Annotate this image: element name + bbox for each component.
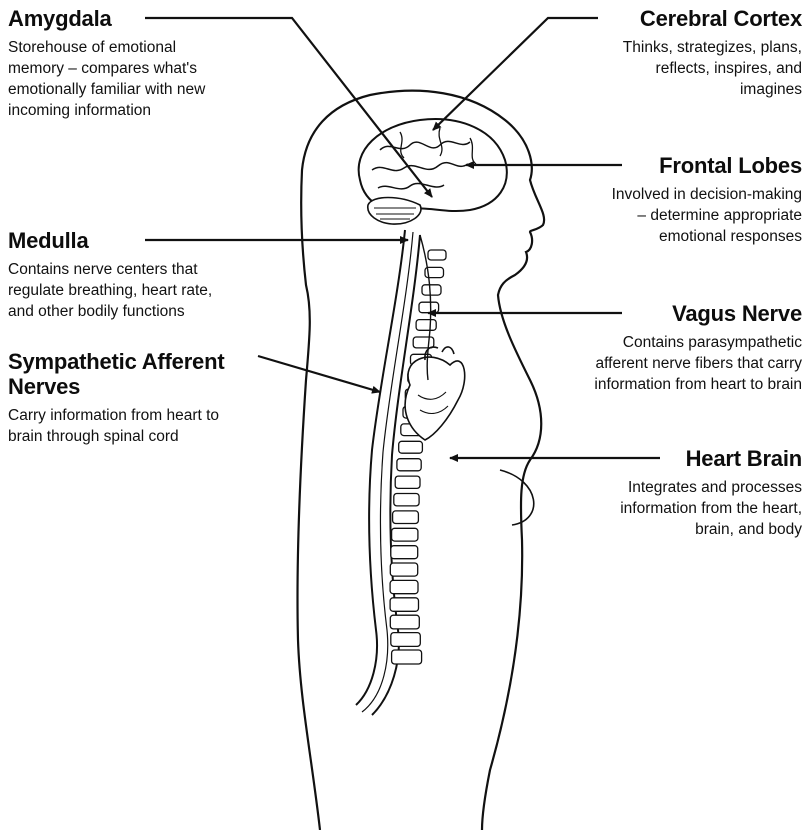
vertebra (416, 320, 436, 331)
cerebral-cortex-description: Thinks, strategizes, plans, reflects, in… (562, 37, 802, 100)
vertebra (395, 476, 420, 488)
medulla-label: Medulla Contains nerve centers that regu… (8, 228, 278, 322)
vertebra (390, 615, 419, 629)
cerebral-cortex-label: Cerebral Cortex Thinks, strategizes, pla… (562, 6, 802, 100)
heart-brain-title: Heart Brain (562, 446, 802, 471)
medulla-description: Contains nerve centers that regulate bre… (8, 259, 278, 322)
amygdala-label: Amygdala Storehouse of emotional memory … (8, 6, 268, 121)
vertebra (390, 563, 417, 576)
vertebra (391, 546, 418, 559)
vertebra (394, 494, 419, 506)
vertebra (428, 250, 446, 260)
vagus-nerve-description: Contains parasympathetic afferent nerve … (532, 332, 802, 395)
vertebra (390, 580, 418, 593)
vertebra (399, 441, 423, 453)
amygdala-description: Storehouse of emotional memory – compare… (8, 37, 268, 121)
vagus-nerve-label: Vagus Nerve Contains parasympathetic aff… (532, 301, 802, 395)
vertebra (391, 633, 421, 647)
vertebra (419, 302, 439, 313)
frontal-lobes-title: Frontal Lobes (552, 153, 802, 178)
vagus-nerve-title: Vagus Nerve (532, 301, 802, 326)
heart-brain-description: Integrates and processes information fro… (562, 477, 802, 540)
vertebra (413, 337, 434, 348)
brain-illustration (359, 119, 507, 224)
heart-brain-label: Heart Brain Integrates and processes inf… (562, 446, 802, 540)
vertebra (393, 511, 419, 524)
vertebra (422, 285, 441, 295)
amygdala-title: Amygdala (8, 6, 268, 31)
sympathetic-nerves-description: Carry information from heart to brain th… (8, 405, 298, 447)
chest-outline (500, 470, 534, 525)
vertebra (390, 598, 418, 612)
vertebra (392, 528, 418, 541)
sympathetic-nerves-label: Sympathetic Afferent Nerves Carry inform… (8, 349, 298, 447)
medulla-title: Medulla (8, 228, 278, 253)
vertebra (392, 650, 422, 664)
sympathetic-nerves-title: Sympathetic Afferent Nerves (8, 349, 298, 399)
vertebra (397, 459, 421, 471)
frontal-lobes-label: Frontal Lobes Involved in decision-makin… (552, 153, 802, 247)
frontal-lobes-description: Involved in decision-making – determine … (552, 184, 802, 247)
cerebral-cortex-title: Cerebral Cortex (562, 6, 802, 31)
